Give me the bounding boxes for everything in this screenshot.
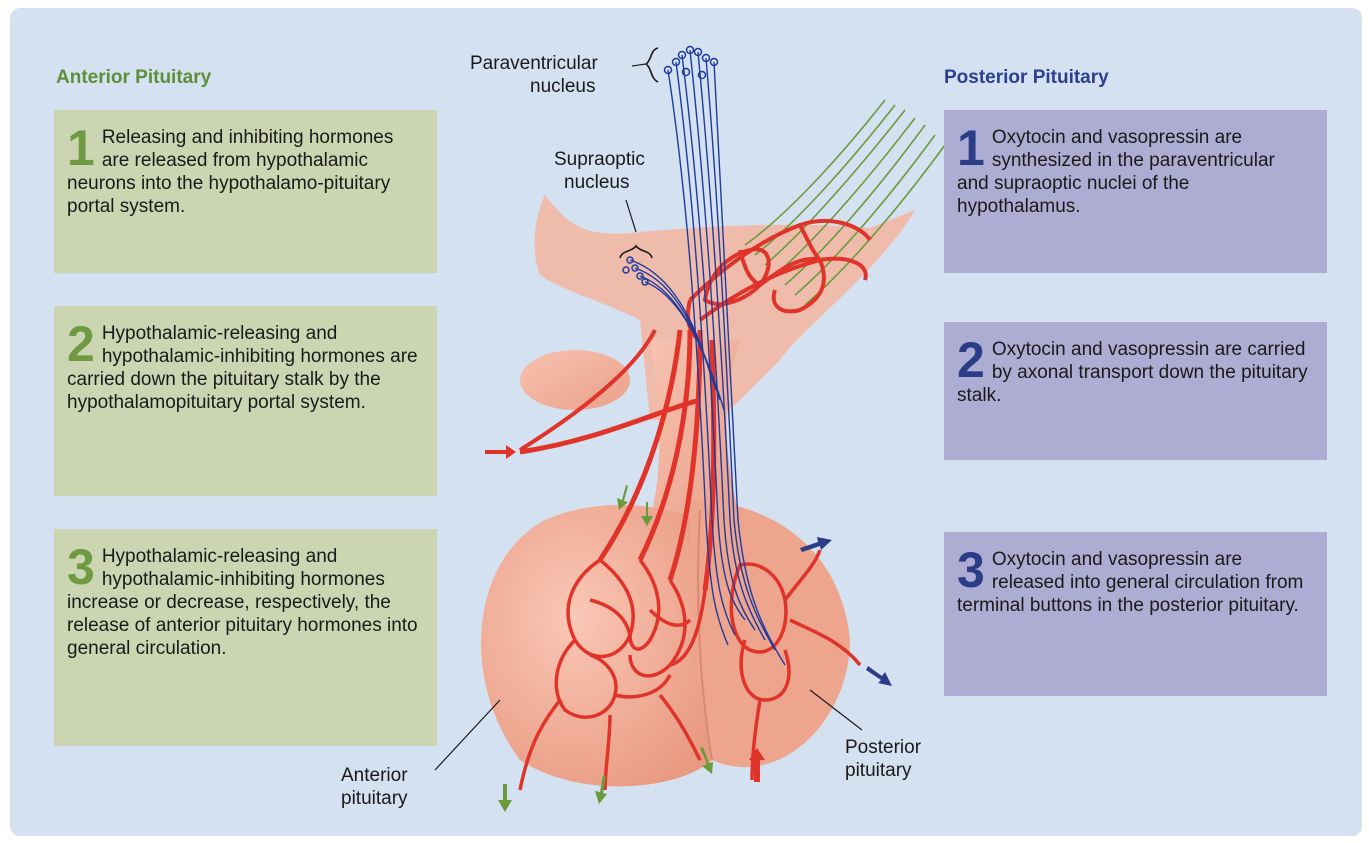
anterior-pituitary-label: Anterior pituitary — [341, 764, 408, 810]
step-number: 2 — [957, 340, 985, 380]
red-inflow-arrow-left — [485, 445, 516, 459]
step-number: 3 — [67, 547, 95, 587]
step-number: 2 — [67, 324, 95, 364]
anterior-step-1: 1 Releasing and inhibiting hormones are … — [54, 110, 437, 273]
posterior-step-3: 3 Oxytocin and vasopressin are released … — [944, 532, 1327, 696]
step-text: Releasing and inhibiting hormones are re… — [67, 127, 393, 217]
step-text: Hypothalamic-releasing and hypothalamic-… — [67, 546, 418, 659]
step-text: Oxytocin and vasopressin are carried by … — [957, 339, 1308, 406]
paraventricular-brace — [646, 48, 658, 82]
label-line-2: nucleus — [470, 75, 598, 98]
anterior-pituitary-heading: Anterior Pituitary — [56, 67, 211, 89]
anterior-step-3: 3 Hypothalamic-releasing and hypothalami… — [54, 529, 437, 746]
step-number: 1 — [67, 128, 95, 168]
label-line-1: Paraventricular — [470, 52, 598, 75]
label-line-2: nucleus — [554, 171, 645, 194]
label-line-1: Posterior — [845, 736, 921, 759]
supraoptic-leader — [626, 200, 636, 232]
posterior-step-2: 2 Oxytocin and vasopressin are carried b… — [944, 322, 1327, 460]
step-text: Hypothalamic-releasing and hypothalamic-… — [67, 323, 418, 413]
paraventricular-leader — [632, 64, 646, 66]
label-line-1: Anterior — [341, 764, 408, 787]
supraoptic-nucleus-label: Supraoptic nucleus — [554, 148, 645, 194]
label-line-2: pituitary — [341, 787, 408, 810]
paraventricular-nucleus-label: Paraventricular nucleus — [470, 52, 598, 98]
step-number: 1 — [957, 128, 985, 168]
posterior-pituitary-label: Posterior pituitary — [845, 736, 921, 782]
label-line-1: Supraoptic — [554, 148, 645, 171]
anterior-step-2: 2 Hypothalamic-releasing and hypothalami… — [54, 306, 437, 496]
step-text: Oxytocin and vasopressin are released in… — [957, 549, 1303, 616]
anterior-pituitary-leader — [435, 700, 500, 770]
posterior-pituitary-heading: Posterior Pituitary — [944, 67, 1109, 89]
step-number: 3 — [957, 550, 985, 590]
step-text: Oxytocin and vasopressin are synthesized… — [957, 127, 1275, 217]
posterior-step-1: 1 Oxytocin and vasopressin are synthesiz… — [944, 110, 1327, 273]
label-line-2: pituitary — [845, 759, 921, 782]
